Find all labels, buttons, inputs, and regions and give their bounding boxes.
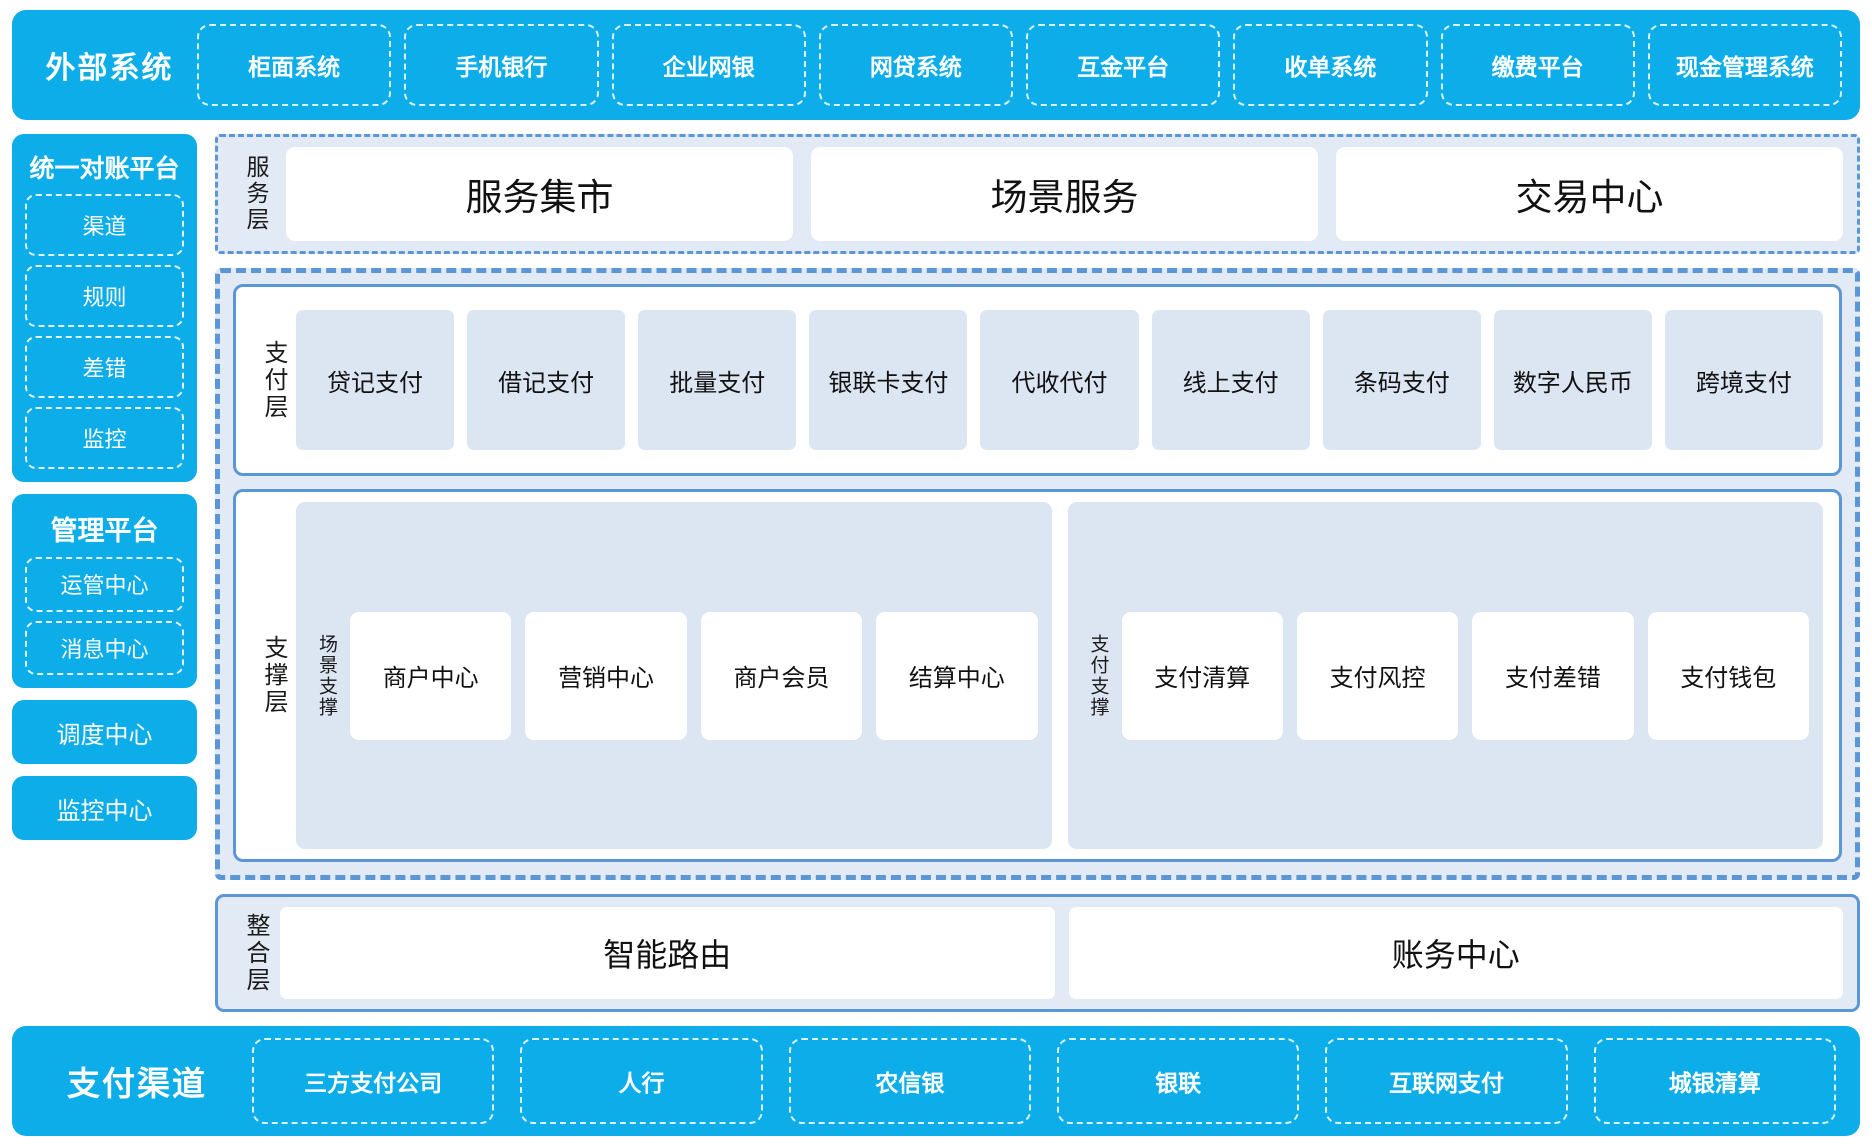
payment-card-credit[interactable]: 贷记支付 bbox=[296, 310, 455, 450]
support-layer-label: 支撑层 bbox=[260, 635, 287, 716]
sidebar-group-management: 管理平台 运管中心 消息中心 bbox=[12, 494, 197, 688]
service-card-transaction[interactable]: 交易中心 bbox=[1336, 147, 1843, 241]
sidebar-item-scheduling-center[interactable]: 调度中心 bbox=[12, 700, 197, 764]
payment-card-cross-border[interactable]: 跨境支付 bbox=[1664, 310, 1823, 450]
support-layer-groups: 场景支撑 商户中心 营销中心 商户会员 结算中心 支付支撑 支付清算 bbox=[296, 502, 1823, 849]
integration-layer-items: 智能路由 账务中心 bbox=[280, 907, 1843, 999]
sidebar-item-channel[interactable]: 渠道 bbox=[25, 194, 184, 256]
integration-card-accounting-center[interactable]: 账务中心 bbox=[1068, 907, 1843, 999]
external-systems-band: 外部系统 柜面系统 手机银行 企业网银 网贷系统 互金平台 收单系统 缴费平台 … bbox=[12, 10, 1860, 120]
sidebar: 统一对账平台 渠道 规则 差错 监控 管理平台 运管中心 消息中心 调度中心 监… bbox=[12, 134, 197, 1012]
external-systems-list: 柜面系统 手机银行 企业网银 网贷系统 互金平台 收单系统 缴费平台 现金管理系… bbox=[197, 24, 1842, 106]
sidebar-item-monitoring-center[interactable]: 监控中心 bbox=[12, 776, 197, 840]
support-layer: 支撑层 场景支撑 商户中心 营销中心 商户会员 结算中心 bbox=[233, 489, 1842, 862]
support-group-cards: 支付清算 支付风控 支付差错 支付钱包 bbox=[1121, 611, 1809, 740]
sidebar-subitem-list: 渠道 规则 差错 监控 bbox=[25, 194, 184, 469]
support-card-payment-wallet[interactable]: 支付钱包 bbox=[1647, 611, 1809, 740]
integration-layer: 整合层 智能路由 账务中心 bbox=[215, 894, 1860, 1012]
payment-channel-pboc[interactable]: 人行 bbox=[520, 1038, 763, 1124]
sidebar-item-rule[interactable]: 规则 bbox=[25, 265, 184, 327]
support-card-merchant-center[interactable]: 商户中心 bbox=[350, 611, 512, 740]
payment-card-barcode[interactable]: 条码支付 bbox=[1322, 310, 1481, 450]
external-system-item[interactable]: 企业网银 bbox=[611, 24, 806, 106]
payment-card-collection-payment[interactable]: 代收代付 bbox=[980, 310, 1139, 450]
support-card-payment-error[interactable]: 支付差错 bbox=[1472, 611, 1634, 740]
payment-channels-list: 三方支付公司 人行 农信银 银联 互联网支付 城银清算 bbox=[252, 1038, 1836, 1124]
payment-layer-items: 贷记支付 借记支付 批量支付 银联卡支付 代收代付 线上支付 条码支付 数字人民… bbox=[296, 310, 1823, 450]
support-group-payment: 支付支撑 支付清算 支付风控 支付差错 支付钱包 bbox=[1067, 502, 1823, 849]
sidebar-item-operations-center[interactable]: 运管中心 bbox=[25, 557, 184, 612]
external-system-item[interactable]: 现金管理系统 bbox=[1647, 24, 1842, 106]
payment-card-unionpay[interactable]: 银联卡支付 bbox=[809, 310, 968, 450]
integration-card-smart-routing[interactable]: 智能路由 bbox=[280, 907, 1055, 999]
payment-layer: 支付层 贷记支付 借记支付 批量支付 银联卡支付 代收代付 线上支付 条码支付 … bbox=[233, 284, 1842, 476]
service-layer: 服务层 服务集市 场景服务 交易中心 bbox=[215, 134, 1860, 254]
external-system-item[interactable]: 缴费平台 bbox=[1440, 24, 1635, 106]
support-card-merchant-member[interactable]: 商户会员 bbox=[700, 611, 863, 740]
layers-column: 服务层 服务集市 场景服务 交易中心 支付层 贷记支付 借记支付 批量支付 银联… bbox=[215, 134, 1860, 1012]
support-group-scenario: 场景支撑 商户中心 营销中心 商户会员 结算中心 bbox=[296, 502, 1052, 849]
support-group-cards: 商户中心 营销中心 商户会员 结算中心 bbox=[350, 611, 1038, 740]
support-card-settlement-center[interactable]: 结算中心 bbox=[876, 611, 1038, 740]
sidebar-group-title: 统一对账平台 bbox=[29, 155, 180, 183]
support-card-marketing-center[interactable]: 营销中心 bbox=[525, 611, 687, 740]
payment-channel-rcc[interactable]: 农信银 bbox=[788, 1038, 1031, 1124]
payment-channel-city-clearing[interactable]: 城银清算 bbox=[1593, 1038, 1836, 1124]
external-system-item[interactable]: 收单系统 bbox=[1233, 24, 1428, 106]
middle-region: 统一对账平台 渠道 规则 差错 监控 管理平台 运管中心 消息中心 调度中心 监… bbox=[12, 134, 1860, 1012]
core-platform-container: 支付层 贷记支付 借记支付 批量支付 银联卡支付 代收代付 线上支付 条码支付 … bbox=[215, 268, 1860, 880]
sidebar-item-message-center[interactable]: 消息中心 bbox=[25, 620, 184, 675]
sidebar-group-reconciliation: 统一对账平台 渠道 规则 差错 监控 bbox=[12, 134, 197, 482]
support-group-label-payment: 支付支撑 bbox=[1087, 633, 1109, 718]
payment-channels-band: 支付渠道 三方支付公司 人行 农信银 银联 互联网支付 城银清算 bbox=[12, 1026, 1860, 1136]
payment-card-online[interactable]: 线上支付 bbox=[1151, 310, 1310, 450]
external-system-item[interactable]: 柜面系统 bbox=[197, 24, 392, 106]
external-system-item[interactable]: 互金平台 bbox=[1026, 24, 1221, 106]
payment-layer-label: 支付层 bbox=[260, 339, 287, 421]
payment-channel-third-party[interactable]: 三方支付公司 bbox=[252, 1038, 495, 1124]
external-systems-title: 外部系统 bbox=[45, 52, 174, 85]
sidebar-subitem-list: 运管中心 消息中心 bbox=[25, 557, 184, 675]
payment-card-digital-rmb[interactable]: 数字人民币 bbox=[1493, 310, 1652, 450]
payment-channel-unionpay[interactable]: 银联 bbox=[1056, 1038, 1300, 1124]
support-card-payment-risk[interactable]: 支付风控 bbox=[1296, 611, 1459, 740]
payment-card-debit[interactable]: 借记支付 bbox=[467, 310, 626, 450]
external-system-item[interactable]: 手机银行 bbox=[404, 24, 599, 106]
external-system-item[interactable]: 网贷系统 bbox=[818, 24, 1013, 106]
payment-channel-internet[interactable]: 互联网支付 bbox=[1325, 1038, 1568, 1124]
sidebar-group-title: 管理平台 bbox=[50, 516, 159, 546]
support-card-payment-clearing[interactable]: 支付清算 bbox=[1121, 611, 1283, 740]
service-card-marketplace[interactable]: 服务集市 bbox=[286, 147, 793, 241]
service-layer-label: 服务层 bbox=[243, 155, 269, 233]
payment-channels-title: 支付渠道 bbox=[67, 1065, 207, 1102]
integration-layer-label: 整合层 bbox=[242, 912, 269, 994]
service-layer-items: 服务集市 场景服务 交易中心 bbox=[286, 147, 1843, 241]
sidebar-item-monitor[interactable]: 监控 bbox=[25, 407, 184, 469]
sidebar-item-error[interactable]: 差错 bbox=[25, 336, 184, 398]
payment-card-batch[interactable]: 批量支付 bbox=[638, 310, 797, 450]
support-group-label-scenario: 场景支撑 bbox=[316, 633, 337, 718]
service-card-scenario[interactable]: 场景服务 bbox=[811, 147, 1318, 241]
sidebar-spacer bbox=[12, 852, 197, 1012]
